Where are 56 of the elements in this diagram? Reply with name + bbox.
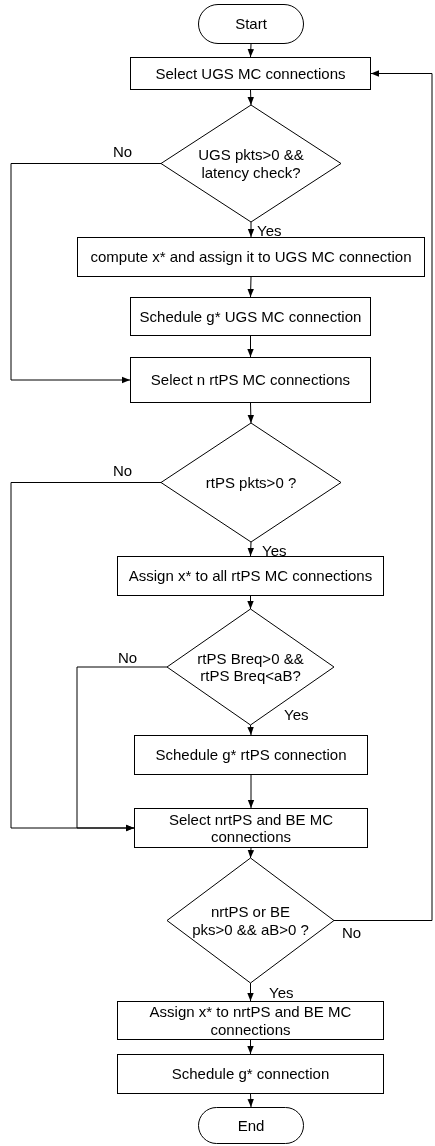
process-box bbox=[117, 1054, 384, 1094]
node-text: rtPS pkts>0 ? bbox=[204, 473, 298, 492]
process-box bbox=[134, 808, 368, 848]
edge-label: No bbox=[118, 650, 138, 665]
node-text: Schedule g* UGS MC connection bbox=[138, 307, 363, 326]
edge-label: Yes bbox=[262, 543, 287, 558]
node-text: Select n rtPS MC connections bbox=[149, 371, 352, 389]
node-text: UGS pkts>0 && latency check? bbox=[197, 146, 305, 181]
node-text: Assign x* to all rtPS MC connections bbox=[127, 567, 374, 585]
arrow bbox=[76, 666, 168, 832]
node-text: Schedule g* connection bbox=[170, 1065, 331, 1083]
edge-label: Yes bbox=[269, 985, 294, 1000]
process-box bbox=[77, 237, 425, 277]
node-text: nrtPS or BE pks>0 && aB>0 ? bbox=[191, 903, 310, 938]
arrow bbox=[247, 541, 254, 557]
terminal-shape bbox=[198, 4, 304, 44]
decision-diamond bbox=[161, 105, 341, 222]
node-text: Select nrtPS and BE MC connections bbox=[167, 810, 335, 846]
process-box bbox=[134, 735, 368, 775]
decision-diamond bbox=[161, 423, 341, 542]
arrow bbox=[247, 1093, 254, 1108]
node-text: Schedule g* rtPS connection bbox=[154, 746, 348, 764]
node-text: End bbox=[236, 1116, 266, 1135]
arrow bbox=[247, 595, 254, 610]
arrow bbox=[247, 402, 254, 424]
node-text: Start bbox=[234, 15, 268, 33]
arrow bbox=[247, 1039, 254, 1055]
process-box bbox=[117, 1001, 384, 1040]
edge-label: Yes bbox=[257, 223, 282, 238]
arrow bbox=[247, 774, 255, 809]
arrow bbox=[247, 221, 255, 238]
arrow bbox=[333, 70, 433, 921]
decision-diamond bbox=[167, 609, 334, 725]
arrow bbox=[247, 724, 254, 736]
arrow bbox=[10, 482, 162, 832]
decision-diamond bbox=[167, 858, 334, 983]
node-text: rtPS Breq>0 && rtPS Breq<aB? bbox=[196, 649, 305, 685]
arrow bbox=[247, 43, 254, 58]
arrow bbox=[247, 89, 254, 106]
edge-label: No bbox=[113, 144, 133, 159]
node-text: compute x* and assign it to UGS MC connection bbox=[89, 248, 413, 266]
edge-label: No bbox=[113, 463, 133, 478]
arrow bbox=[247, 982, 254, 1002]
arrow bbox=[247, 847, 255, 859]
process-box bbox=[130, 297, 371, 336]
node-text: Select UGS MC connections bbox=[154, 64, 347, 83]
arrow bbox=[247, 335, 254, 358]
process-box bbox=[130, 357, 371, 403]
process-box bbox=[117, 556, 384, 596]
arrow bbox=[247, 276, 254, 298]
edge-label: Yes bbox=[284, 707, 309, 722]
arrow bbox=[10, 163, 162, 384]
process-box bbox=[130, 57, 371, 90]
node-text: Assign x* to nrtPS and BE MC connections bbox=[148, 1003, 353, 1038]
terminal-shape bbox=[198, 1107, 304, 1144]
edge-label: No bbox=[342, 925, 362, 940]
